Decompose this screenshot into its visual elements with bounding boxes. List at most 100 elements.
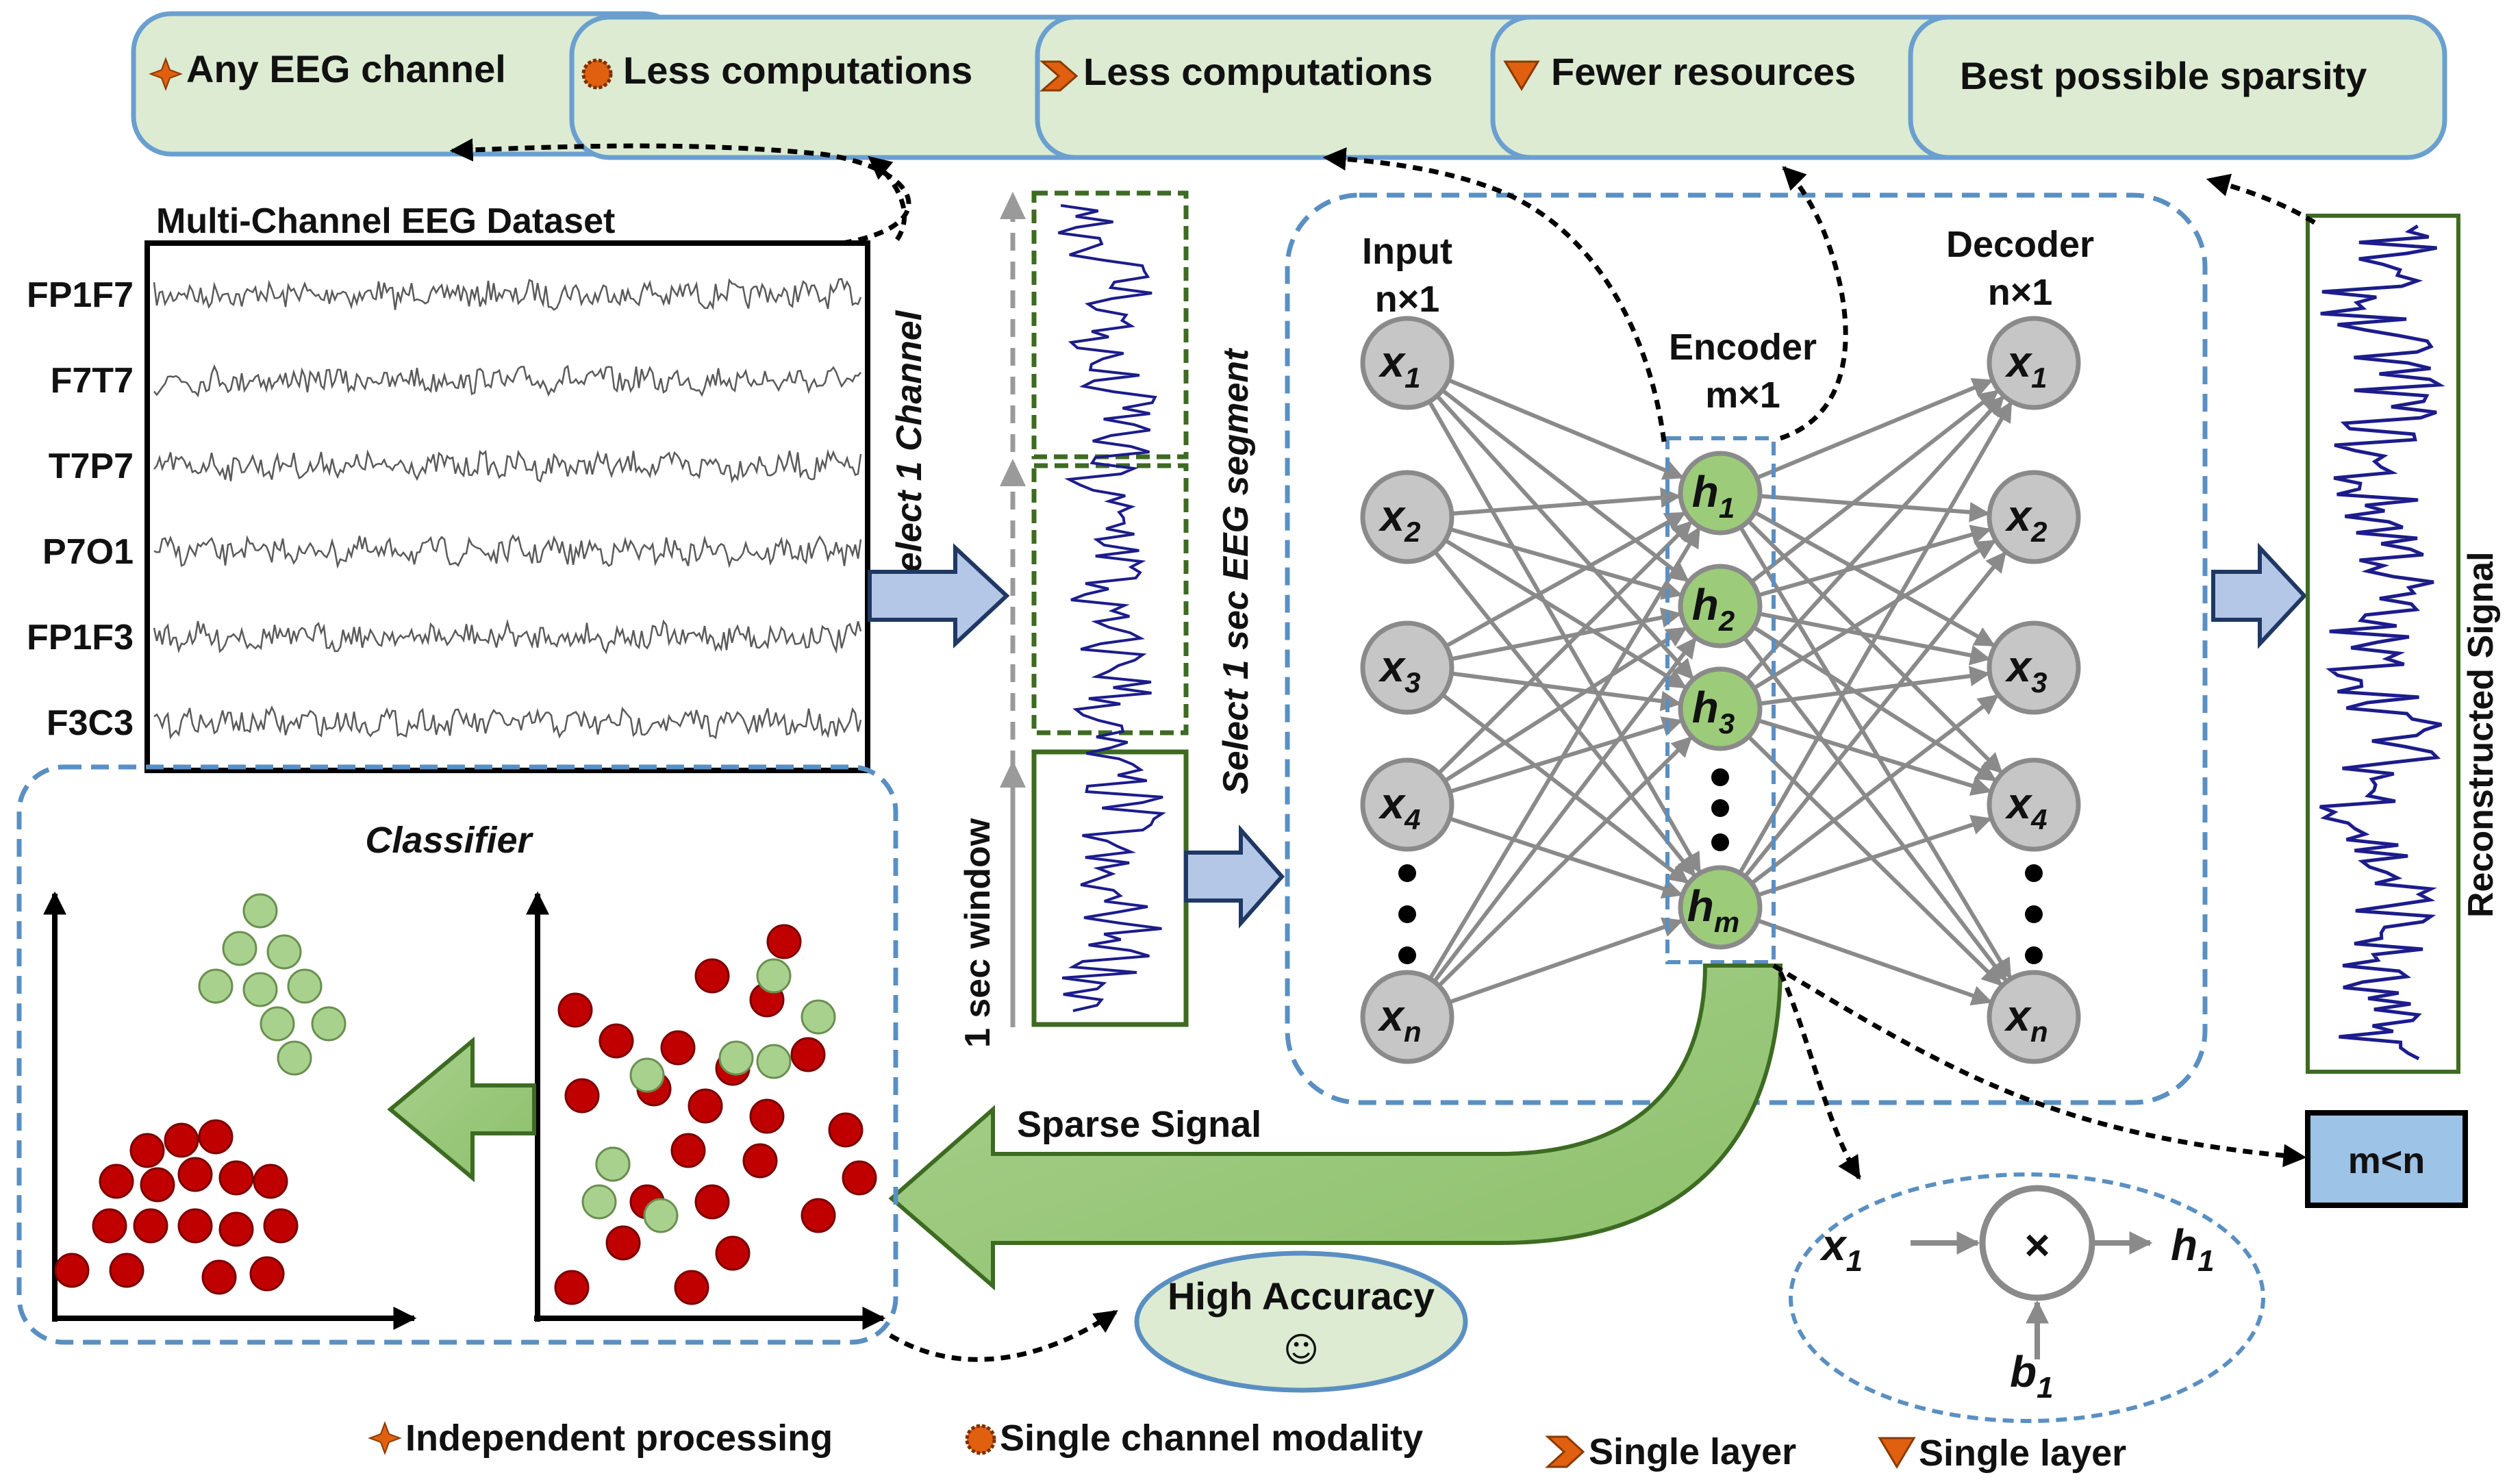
encoder-label: Encoder (1669, 327, 1817, 368)
block-arrow-to-segments (868, 543, 1010, 649)
red-dot-20 (218, 1211, 254, 1247)
segment-waveform (1057, 204, 1166, 1012)
input-node-1-label: x1 (1378, 337, 1421, 394)
red-dot-47 (554, 1270, 590, 1305)
triangle-icon (1503, 60, 1540, 91)
pill-1-text: Any EEG channel (186, 47, 506, 90)
green-dot-56 (581, 1184, 617, 1220)
neuron-output: h1 (2171, 1220, 2215, 1278)
output-node-4-label: x4 (2005, 779, 2048, 835)
red-dot-38 (670, 1133, 706, 1168)
connection-h-3-out-5 (1747, 735, 2003, 987)
classifier-title: Classifier (365, 820, 533, 861)
red-dot-24 (201, 1259, 237, 1295)
hidden-node-3: h3 (1678, 666, 1763, 751)
encoder-dim: m×1 (1705, 375, 1780, 416)
hidden-node-4: hm (1678, 865, 1763, 950)
red-dot-11 (198, 1119, 234, 1155)
hidden-node-1: h1 (1678, 451, 1763, 536)
legend: Independent processing Single channel mo… (368, 1418, 2126, 1474)
pill-5-text: Best possible sparsity (1960, 54, 2367, 97)
reconstructed-label: Reconstructed Signal (2461, 551, 2501, 918)
window-label: 1 sec window (958, 818, 998, 1048)
autoencoder-panel: Input n×1 Encoder m×1 Decoder n×1 x1x2x3… (1285, 192, 2208, 1105)
dataset-frame (144, 240, 870, 773)
hidden-node-4-label: hm (1687, 881, 1739, 938)
red-dot-30 (599, 1023, 634, 1059)
channel-label-5: FP1F3 (27, 618, 134, 657)
red-dot-46 (605, 1225, 641, 1261)
red-dot-22 (54, 1253, 90, 1288)
legend-text-4: Single layer (1919, 1433, 2126, 1474)
output-node-2-label: x2 (2005, 491, 2048, 548)
segment-strip (1000, 190, 1189, 1027)
pill-5 (1908, 14, 2447, 160)
eeg-traces (153, 277, 862, 740)
red-dot-49 (842, 1160, 877, 1196)
triangle-icon (1878, 1437, 1916, 1469)
connection-in-5-h-4 (1448, 917, 1684, 1005)
top-pills: Any EEG channel Less computations Less c… (131, 11, 2447, 160)
red-dot-16 (253, 1164, 288, 1199)
red-dot-10 (164, 1122, 199, 1158)
red-dot-17 (92, 1208, 127, 1244)
input-node-4-label: x4 (1378, 779, 1421, 835)
circle-icon (965, 1424, 996, 1455)
select-segment-label: Select 1 sec EEG segment (1216, 347, 1256, 794)
input-node-3: x3 (1360, 620, 1454, 715)
dataset-title: Multi-Channel EEG Dataset (156, 201, 615, 241)
green-dot-5 (287, 968, 323, 1004)
input-label: Input (1362, 231, 1452, 272)
select-channel-label: Select 1 Channel (890, 310, 929, 596)
connection-in-4-h-1 (1437, 520, 1693, 775)
green-dot-1 (222, 931, 257, 966)
red-dot-13 (140, 1167, 175, 1203)
red-dot-27 (694, 958, 730, 994)
eeg-trace-6 (153, 705, 862, 740)
output-node-5: xn (1987, 970, 2081, 1064)
connection-in-3-h-3 (1451, 671, 1682, 712)
hidden-node-2-label: h2 (1692, 580, 1735, 637)
connection-h-2-out-2 (1757, 525, 1992, 598)
high-accuracy-ellipse: High Accuracy ☺ (1134, 1250, 1468, 1393)
classifier-dots (54, 893, 877, 1305)
eeg-dataset-panel: Multi-Channel EEG Dataset FP1F7 F7T7 T7P… (27, 201, 870, 773)
eeg-trace-1 (153, 277, 862, 312)
output-node-4: x4 (1987, 757, 2081, 852)
segment-frame-3 (1031, 190, 1189, 460)
connection-in-3-h-1 (1445, 511, 1687, 648)
red-dot-33 (790, 1037, 826, 1072)
eeg-trace-5 (153, 618, 862, 655)
reconstructed-waveform (2319, 224, 2445, 1061)
sparse-signal-arrow (888, 964, 1783, 1291)
chevron-icon (1040, 60, 1079, 92)
high-accuracy-text: High Accuracy (1168, 1274, 1435, 1318)
green-dot-8 (277, 1040, 312, 1076)
m-less-n-box: m<n (2305, 1110, 2468, 1208)
red-dot-25 (249, 1256, 285, 1292)
green-dot-55 (595, 1146, 631, 1182)
ellipsis-dot-2-0 (2025, 864, 2043, 882)
connection-h-4-out-1 (1738, 401, 2013, 875)
connection-h-4-out-3 (1750, 694, 2000, 885)
connection-in-2-h-1 (1451, 487, 1682, 516)
ellipsis-dot-1-0 (1711, 768, 1729, 786)
red-dot-39 (742, 1143, 778, 1179)
block-arrow-to-autoencoder (1184, 825, 1285, 929)
channel-label-3: T7P7 (49, 447, 134, 486)
hidden-node-3-label: h3 (1692, 683, 1735, 740)
ellipsis-dot-2-2 (2025, 946, 2043, 964)
red-dot-14 (177, 1157, 213, 1192)
smiley-icon: ☺ (1283, 1330, 1319, 1370)
connection-in-2-h-2 (1449, 527, 1683, 600)
green-dot-53 (718, 1040, 754, 1076)
red-dot-23 (109, 1253, 144, 1288)
star-icon (149, 57, 183, 91)
ellipsis-dot-0-2 (1398, 946, 1416, 964)
connection-h-3-out-1 (1745, 395, 2005, 681)
red-dot-34 (564, 1078, 600, 1114)
connection-h-3-out-2 (1752, 539, 1997, 690)
green-dot-0 (242, 893, 278, 929)
pill-4-text: Fewer resources (1551, 50, 1856, 93)
